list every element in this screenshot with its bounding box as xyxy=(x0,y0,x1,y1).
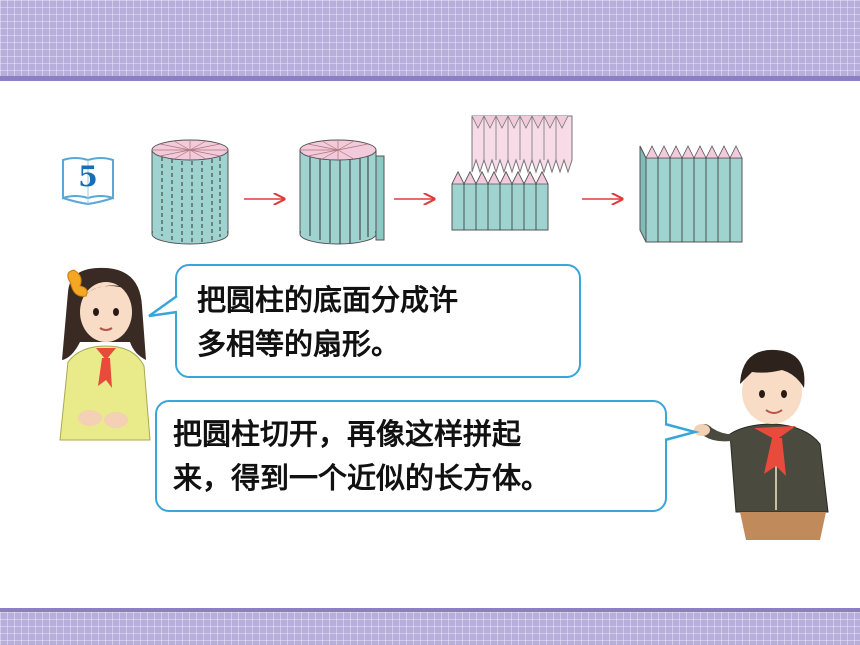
boy-speech-line-2: 来，得到一个近似的长方体。 xyxy=(173,461,551,495)
book-badge-icon xyxy=(62,157,114,206)
girl-speech-bubble: 把圆柱的底面分成许 多相等的扇形。 xyxy=(148,264,581,378)
header-divider xyxy=(0,76,860,81)
bubble-tail xyxy=(664,422,700,442)
boy-figure xyxy=(694,349,829,540)
split-halves-icon xyxy=(451,115,573,231)
boy-speech-line-1: 把圆柱切开，再像这样拼起 xyxy=(173,417,522,451)
cylinder-icon xyxy=(151,139,229,245)
footer-band xyxy=(0,612,860,645)
cylinder-transform-diagram xyxy=(151,115,743,245)
girl-speech-line-2: 多相等的扇形。 xyxy=(197,327,401,361)
example-number: 5 xyxy=(78,160,98,193)
girl-speech-line-1: 把圆柱的底面分成许 xyxy=(197,283,459,317)
footer-divider xyxy=(0,608,860,612)
cut-cylinder-icon xyxy=(299,139,385,245)
bubble-tail xyxy=(148,294,178,318)
girl-figure xyxy=(59,267,151,441)
boy-speech-bubble: 把圆柱切开，再像这样拼起 来，得到一个近似的长方体。 xyxy=(155,400,700,512)
cuboid-icon xyxy=(639,145,743,243)
header-band xyxy=(0,0,860,76)
